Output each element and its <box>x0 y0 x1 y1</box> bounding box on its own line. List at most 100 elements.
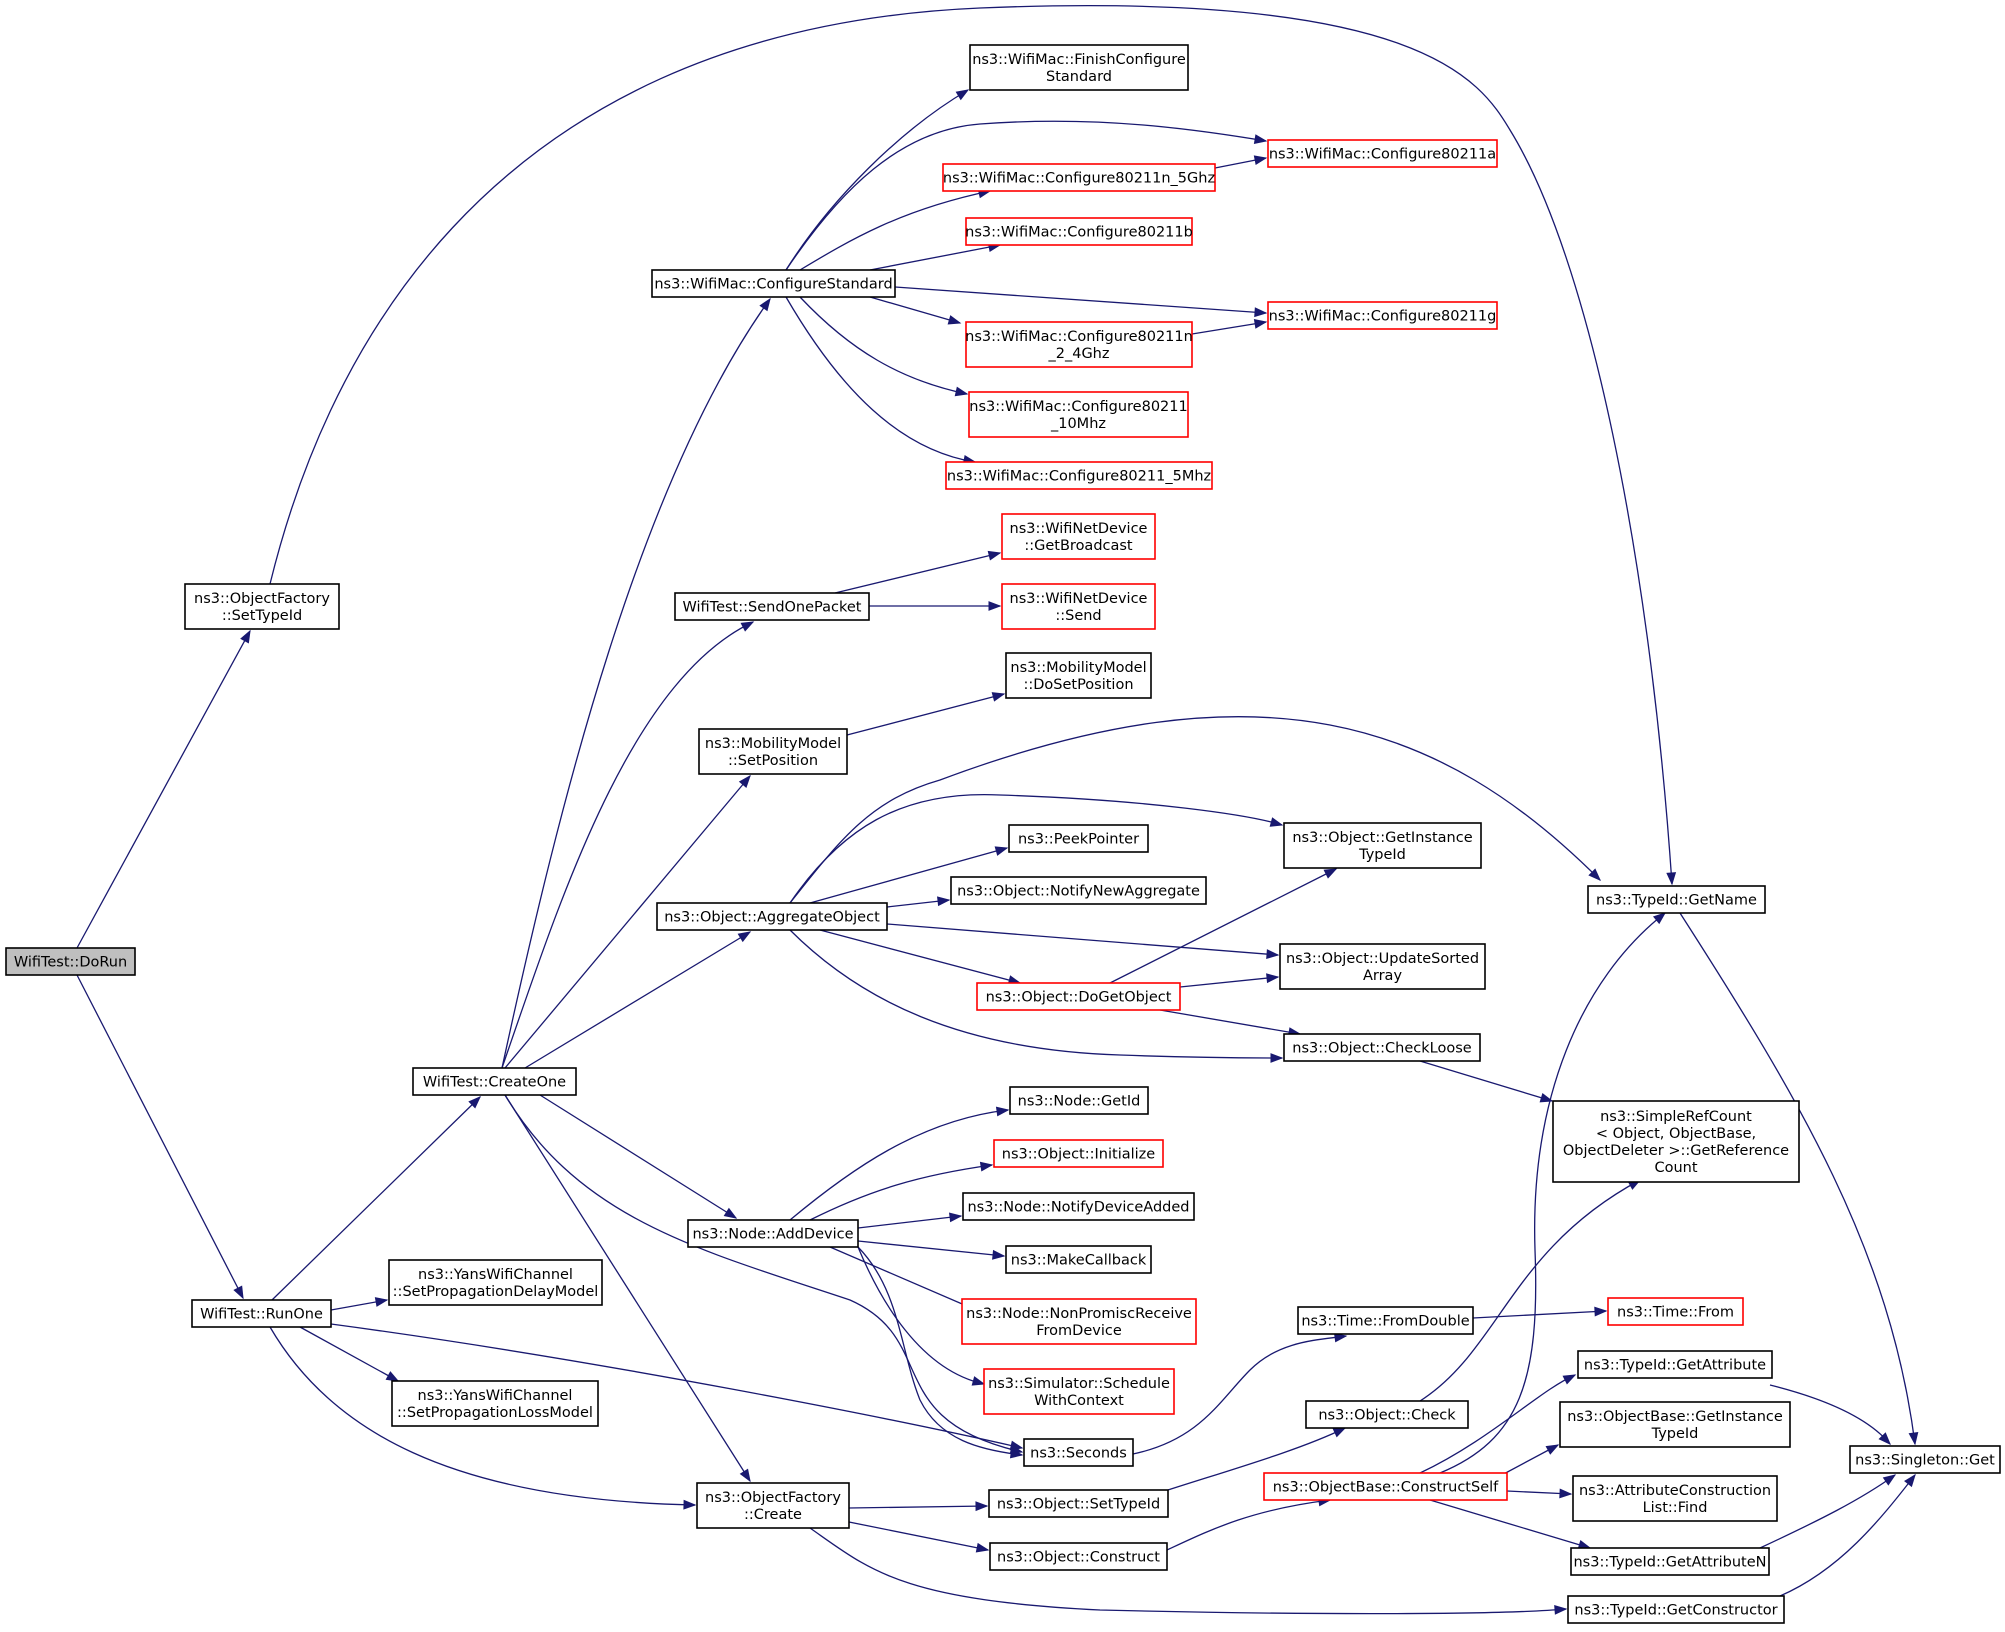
node-adddevice[interactable]: ns3::Node::AddDevice <box>687 1219 859 1248</box>
node-label: ns3::WifiNetDevice <box>1010 521 1148 537</box>
node-checkloose[interactable]: ns3::Object::CheckLoose <box>1283 1033 1481 1062</box>
node-typeid_getname[interactable]: ns3::TypeId::GetName <box>1587 885 1766 914</box>
node-label: WifiTest::CreateOne <box>423 1075 566 1091</box>
node-label: ns3::AttributeConstruction <box>1579 1483 1771 1499</box>
node-dosetpos[interactable]: ns3::MobilityModel::DoSetPosition <box>1005 652 1152 699</box>
arrowhead <box>987 550 1002 561</box>
node-mm_setpos[interactable]: ns3::MobilityModel::SetPosition <box>698 728 848 775</box>
node-box <box>656 902 888 931</box>
node-of_create[interactable]: ns3::ObjectFactory::Create <box>696 1482 850 1529</box>
node-c80211n24[interactable]: ns3::WifiMac::Configure80211n_2_4Ghz <box>965 321 1193 368</box>
call-edge-configstd-to-c5mhz <box>785 296 977 465</box>
node-obj_construct[interactable]: ns3::Object::Construct <box>989 1542 1168 1571</box>
node-label: _10Mhz <box>1050 416 1106 432</box>
call-edge-runone-to-of_create <box>269 1326 697 1510</box>
node-fromdouble[interactable]: ns3::Time::FromDouble <box>1297 1306 1474 1335</box>
arrowhead <box>992 1249 1006 1260</box>
node-box <box>989 1542 1168 1571</box>
node-box <box>945 461 1213 490</box>
node-yans_loss[interactable]: ns3::YansWifiChannel::SetPropagationLoss… <box>391 1380 599 1427</box>
node-c80211a[interactable]: ns3::WifiMac::Configure80211a <box>1267 139 1498 168</box>
call-edge-dorun-to-runone <box>76 974 244 1300</box>
call-edge-adddevice-to-getid <box>789 1106 1010 1221</box>
node-of_settypeid[interactable]: ns3::ObjectFactory::SetTypeId <box>184 583 340 630</box>
node-notifydevadded[interactable]: ns3::Node::NotifyDeviceAdded <box>962 1192 1195 1221</box>
arrowhead <box>1882 1474 1897 1486</box>
node-yans_delay[interactable]: ns3::YansWifiChannel::SetPropagationDela… <box>388 1259 603 1306</box>
node-seconds[interactable]: ns3::Seconds <box>1023 1438 1134 1467</box>
node-aggregate[interactable]: ns3::Object::AggregateObject <box>656 902 888 931</box>
node-label: ns3::YansWifiChannel <box>418 1388 573 1404</box>
node-label: ns3::TypeId::GetAttributeN <box>1573 1555 1766 1571</box>
call-edge-aggregate-to-notifynewagg <box>886 896 951 908</box>
node-obj_check[interactable]: ns3::Object::Check <box>1305 1400 1469 1429</box>
node-label: ns3::Simulator::Schedule <box>988 1376 1170 1392</box>
node-constructself[interactable]: ns3::ObjectBase::ConstructSelf <box>1263 1472 1508 1501</box>
node-peekpointer[interactable]: ns3::PeekPointer <box>1008 824 1149 853</box>
node-box <box>412 1067 577 1096</box>
node-c5mhz[interactable]: ns3::WifiMac::Configure80211_5Mhz <box>945 461 1213 490</box>
node-box <box>1552 1100 1800 1183</box>
node-label: ns3::WifiMac::ConfigureStandard <box>654 277 892 293</box>
node-obj_settypeid[interactable]: ns3::Object::SetTypeId <box>988 1489 1169 1518</box>
arrowhead <box>1253 155 1268 166</box>
node-label: ::Create <box>744 1507 802 1523</box>
node-label: ns3::TypeId::GetAttribute <box>1584 1358 1766 1374</box>
call-edge-constructself-to-typeid_getname <box>1439 912 1667 1474</box>
node-label: TypeId <box>1358 847 1406 863</box>
call-edge-createone-to-sendonepacket <box>501 621 755 1069</box>
node-runone[interactable]: WifiTest::RunOne <box>191 1299 332 1328</box>
node-tid_getattrn[interactable]: ns3::TypeId::GetAttributeN <box>1570 1547 1770 1576</box>
node-label: ns3::WifiNetDevice <box>1010 591 1148 607</box>
node-initialize[interactable]: ns3::Object::Initialize <box>993 1139 1164 1168</box>
node-dogetobject[interactable]: ns3::Object::DoGetObject <box>976 982 1181 1011</box>
node-label: Standard <box>1046 69 1112 85</box>
node-box <box>961 1298 1197 1345</box>
arrowhead <box>995 1106 1010 1117</box>
node-box <box>976 982 1181 1011</box>
node-simplerefcount[interactable]: ns3::SimpleRefCount< Object, ObjectBase,… <box>1552 1100 1800 1183</box>
node-createone[interactable]: WifiTest::CreateOne <box>412 1067 577 1096</box>
node-label: ns3::Node::AddDevice <box>692 1227 853 1243</box>
node-label: ns3::Node::NotifyDeviceAdded <box>967 1200 1189 1216</box>
node-label: ns3::Object::Construct <box>997 1550 1160 1566</box>
node-dorun[interactable]: WifiTest::DoRun <box>5 947 136 976</box>
node-tid_getctor[interactable]: ns3::TypeId::GetConstructor <box>1567 1595 1785 1624</box>
node-label: ::Send <box>1055 608 1101 624</box>
node-notifynewagg[interactable]: ns3::Object::NotifyNewAggregate <box>950 876 1207 905</box>
node-makecallback[interactable]: ns3::MakeCallback <box>1005 1245 1152 1274</box>
node-label: List::Find <box>1643 1500 1708 1516</box>
node-box <box>1008 824 1149 853</box>
node-c80211n5[interactable]: ns3::WifiMac::Configure80211n_5Ghz <box>942 163 1216 192</box>
node-label: ns3::Object::CheckLoose <box>1292 1041 1471 1057</box>
node-singleton_get[interactable]: ns3::Singleton::Get <box>1849 1445 2001 1474</box>
node-configstd[interactable]: ns3::WifiMac::ConfigureStandard <box>651 269 896 298</box>
node-send[interactable]: ns3::WifiNetDevice::Send <box>1001 583 1156 630</box>
arrowhead <box>739 1468 751 1483</box>
node-c10mhz[interactable]: ns3::WifiMac::Configure80211_10Mhz <box>968 391 1189 438</box>
node-label: ns3::Singleton::Get <box>1855 1453 1995 1469</box>
arrowhead <box>949 1212 963 1223</box>
node-c80211b[interactable]: ns3::WifiMac::Configure80211b <box>965 217 1193 246</box>
node-label: ns3::Seconds <box>1030 1446 1127 1462</box>
call-edge-constructself-to-tid_getattrn <box>1429 1499 1592 1550</box>
call-edge-adddevice-to-initialize <box>809 1161 994 1221</box>
node-c80211g[interactable]: ns3::WifiMac::Configure80211g <box>1267 301 1498 330</box>
node-sendonepacket[interactable]: WifiTest::SendOnePacket <box>674 592 870 621</box>
node-tid_getattr[interactable]: ns3::TypeId::GetAttribute <box>1577 1350 1773 1379</box>
node-getbroadcast[interactable]: ns3::WifiNetDevice::GetBroadcast <box>1001 513 1156 560</box>
node-time_from[interactable]: ns3::Time::From <box>1607 1297 1744 1326</box>
call-edge-createone-to-configstd <box>501 297 771 1069</box>
call-edge-tid_getctor-to-singleton_get <box>1779 1473 1916 1597</box>
node-getid[interactable]: ns3::Node::GetId <box>1009 1086 1149 1115</box>
node-label: ns3::WifiMac::Configure80211n <box>965 329 1193 345</box>
call-edge-dogetobject-to-checkloose <box>1159 1009 1302 1037</box>
call-edge-aggregate-to-checkloose <box>789 929 1284 1063</box>
